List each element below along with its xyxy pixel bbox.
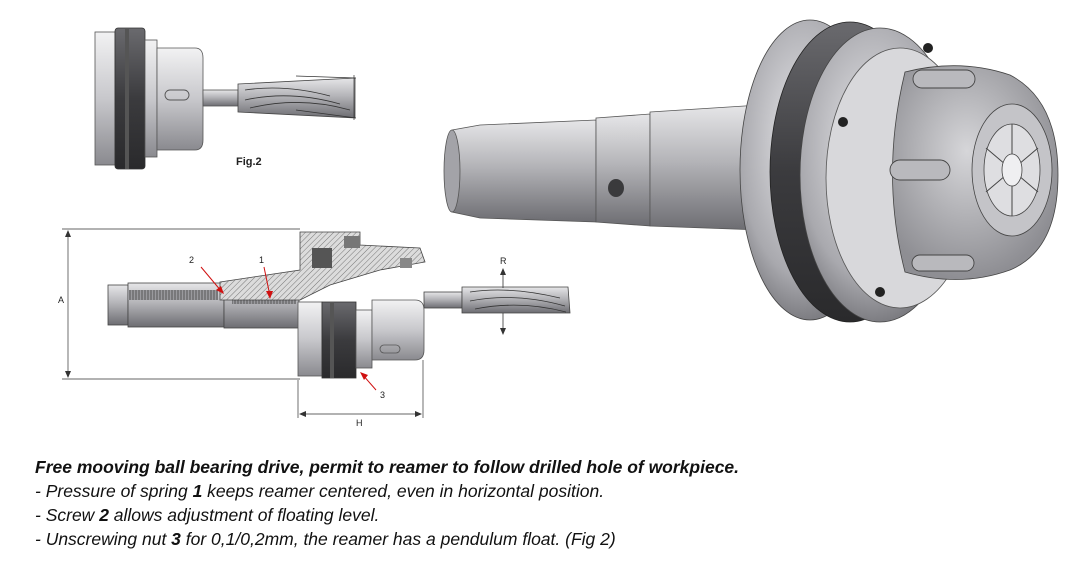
section-view <box>62 228 571 418</box>
label-radial-r: R <box>500 256 507 266</box>
label-dimension-h: H <box>356 418 363 428</box>
point-suffix: allows adjustment of floating level. <box>108 505 380 525</box>
point-reference: 1 <box>192 481 203 501</box>
point-suffix: for 0,1/0,2mm, the reamer has a pendulum… <box>180 529 616 549</box>
point-prefix: - Unscrewing nut <box>35 529 172 549</box>
point-prefix: - Pressure of spring <box>35 481 193 501</box>
technical-illustration: Fig.2 <box>58 19 1059 428</box>
description-block: Free mooving ball bearing drive, permit … <box>35 455 1035 551</box>
description-point: - Unscrewing nut 3 for 0,1/0,2mm, the re… <box>35 527 1035 551</box>
tool-holder-3d-render <box>443 19 1059 323</box>
point-reference: 2 <box>99 505 109 525</box>
label-screw: 2 <box>189 255 194 265</box>
point-prefix: - Screw <box>35 505 100 525</box>
description-headline: Free mooving ball bearing drive, permit … <box>35 457 740 477</box>
description-point: - Pressure of spring 1 keeps reamer cent… <box>35 479 1035 503</box>
point-suffix: keeps reamer centered, even in horizonta… <box>202 481 605 501</box>
label-dimension-a: A <box>58 295 64 305</box>
fig2-holder <box>94 27 357 170</box>
fig2-caption: Fig.2 <box>236 156 262 168</box>
label-nut: 3 <box>380 390 385 400</box>
label-spring: 1 <box>259 255 264 265</box>
point-reference: 3 <box>171 529 181 549</box>
description-point: - Screw 2 allows adjustment of floating … <box>35 503 1035 527</box>
